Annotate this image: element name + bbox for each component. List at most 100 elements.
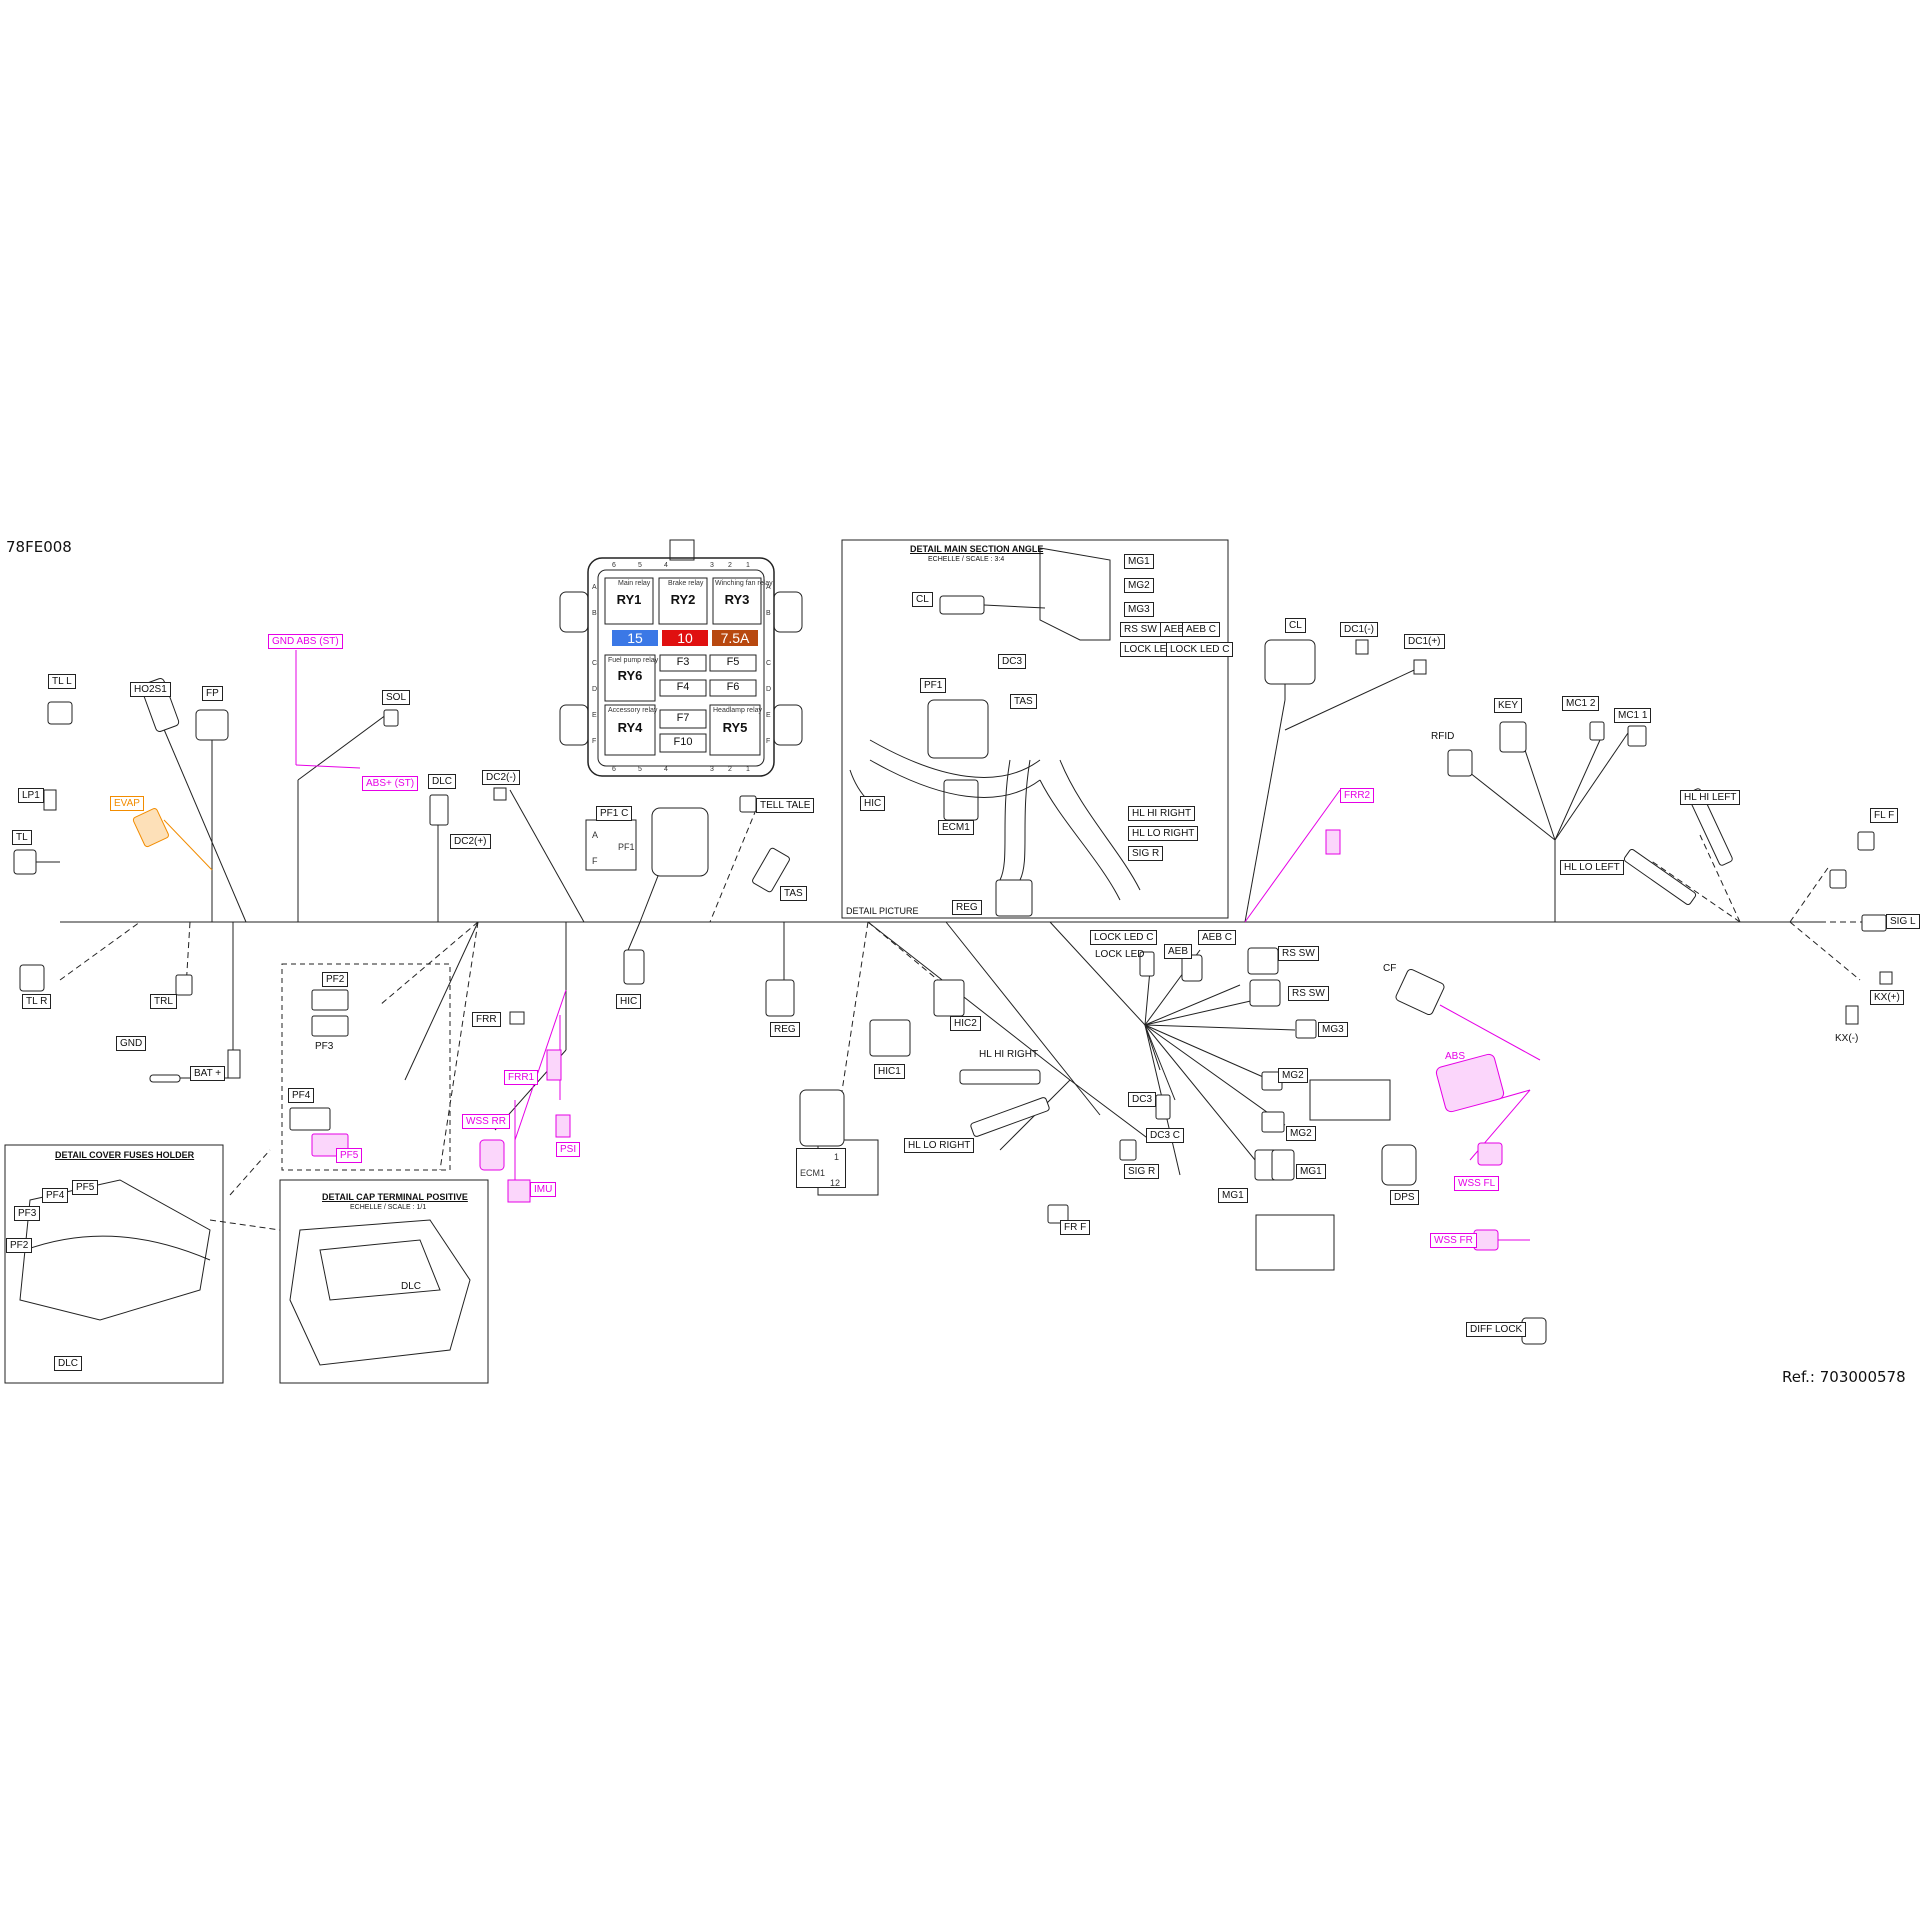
fusebox-relay-ry4: RY4 <box>617 720 643 735</box>
label-gnd: GND <box>116 1036 147 1051</box>
label-kx-plus: KX(+) <box>1870 990 1904 1005</box>
label-detail-pf1: PF1 <box>920 678 947 693</box>
fusebox-pin-6-top: 6 <box>612 562 616 569</box>
label-detail-hic: HIC <box>860 796 886 811</box>
label-hl-hi-right: HL HI RIGHT <box>979 1049 1039 1060</box>
label-frr: FRR <box>472 1012 501 1027</box>
label-abs-plus-st: ABS+ (ST) <box>362 776 419 791</box>
fr-f-connector <box>1047 1204 1069 1224</box>
tell-tale-connector <box>739 795 757 813</box>
rs-sw2-connector <box>1249 979 1281 1007</box>
label-mc1-1: MC1 1 <box>1614 708 1652 723</box>
hic-connector <box>623 949 645 985</box>
label-dc3: DC3 <box>1128 1092 1157 1107</box>
label-cover-pf3: PF3 <box>14 1206 41 1221</box>
fusebox-relay-ry3: RY3 <box>724 592 750 607</box>
fusebox-pin-4-top: 4 <box>664 562 668 569</box>
label-bat-plus: BAT + <box>190 1066 226 1081</box>
label-tell-tale: TELL TALE <box>756 798 815 813</box>
label-rs-sw: RS SW <box>1278 946 1319 961</box>
label-trl: TRL <box>150 994 177 1009</box>
label-hic: HIC <box>616 994 642 1009</box>
lock-led-connector <box>1139 951 1155 977</box>
label-wss-fr: WSS FR <box>1430 1233 1477 1248</box>
mg2b-connector <box>1261 1111 1285 1133</box>
label-detail-reg: REG <box>952 900 982 915</box>
fp-connector <box>195 709 229 741</box>
label-detail-hl-hi-right: HL HI RIGHT <box>1128 806 1196 821</box>
label-tas: TAS <box>780 886 807 901</box>
pf1-connector-body <box>651 807 709 877</box>
label-frr2: FRR2 <box>1340 788 1375 803</box>
label-tl-r: TL R <box>22 994 52 1009</box>
label-hic1: HIC1 <box>874 1064 905 1079</box>
abs-module <box>1435 1053 1505 1113</box>
label-pf4: PF4 <box>288 1088 315 1103</box>
label-detail-hl-lo-right: HL LO RIGHT <box>1128 826 1199 841</box>
label-diff-lock: DIFF LOCK <box>1466 1322 1527 1337</box>
sol-connector <box>383 709 399 727</box>
label-fr-f: FR F <box>1060 1220 1091 1235</box>
label-frr1: FRR1 <box>504 1070 539 1085</box>
hl-lo-right-connector <box>970 1097 1050 1137</box>
fusebox-pin-1-bottom: 1 <box>746 766 750 773</box>
hl-lo-left-connector <box>1623 849 1697 905</box>
label-detail-mg1: MG1 <box>1124 554 1154 569</box>
label-rs-sw-2: RS SW <box>1288 986 1329 1001</box>
label-mg2-b: MG2 <box>1286 1126 1316 1141</box>
rs-sw-connector <box>1247 947 1279 975</box>
fusebox-side-f-right: F <box>766 738 771 745</box>
label-dps: DPS <box>1390 1190 1419 1205</box>
label-mg2: MG2 <box>1278 1068 1308 1083</box>
label-lock-led: LOCK LED <box>1095 949 1145 960</box>
lp1-connector <box>43 789 57 811</box>
frr-connector <box>509 1011 525 1025</box>
fl-f2-connector <box>1829 869 1847 889</box>
mc1-1-connector <box>1627 725 1647 747</box>
fusebox-relay-ry1: RY1 <box>616 592 642 607</box>
mc1-2-connector <box>1589 721 1605 741</box>
trl-connector <box>175 974 193 996</box>
fuse-f4: F4 <box>676 681 690 693</box>
fusebox-outline <box>559 539 803 777</box>
fusebox-pin-5-top: 5 <box>638 562 642 569</box>
fuse-f10: F10 <box>673 736 693 748</box>
relay-caption-ry5: Headlamp relay <box>713 707 763 714</box>
fusebox-side-d-right: D <box>766 686 772 693</box>
fusebox-pin-1-top: 1 <box>746 562 750 569</box>
hic1-connector <box>869 1019 911 1057</box>
fuse-rating-10: 10 <box>677 630 693 646</box>
label-dc3-c: DC3 C <box>1146 1128 1185 1143</box>
relay-caption-ry6: Fuel pump relay <box>608 657 659 664</box>
fusebox-pin-3-bottom: 3 <box>710 766 714 773</box>
wss-fr-connector <box>1473 1229 1499 1251</box>
rfid-connector <box>1447 749 1473 777</box>
label-tl-l: TL L <box>48 674 76 689</box>
label-hl-lo-left: HL LO LEFT <box>1560 860 1624 875</box>
dlc-connector <box>429 794 449 826</box>
gnd-terminal <box>149 1074 181 1083</box>
fusebox-pin-3-top: 3 <box>710 562 714 569</box>
document-code: 78FE008 <box>6 538 72 556</box>
fuse-rating-15: 15 <box>627 630 643 646</box>
label-tl: TL <box>12 830 32 845</box>
label-imu: IMU <box>530 1182 557 1197</box>
label-psi: PSI <box>556 1142 581 1157</box>
mg1b-connector <box>1271 1149 1295 1181</box>
fusebox-side-e-right: E <box>766 712 771 719</box>
fusebox-pin-4-bottom: 4 <box>664 766 668 773</box>
fusebox-side-d-left: D <box>592 686 598 693</box>
detail-main-section-scale: ECHELLE / SCALE : 3:4 <box>928 556 1005 563</box>
bat-terminal <box>227 1049 241 1079</box>
ecm1-connector <box>799 1089 845 1147</box>
label-sig-r: SIG R <box>1124 1164 1160 1179</box>
label-pf2: PF2 <box>322 972 349 987</box>
label-detail-mg2: MG2 <box>1124 578 1154 593</box>
label-dc1-plus: DC1(+) <box>1404 634 1445 649</box>
label-pf3: PF3 <box>315 1041 334 1052</box>
detail-picture-footer: DETAIL PICTURE <box>846 906 919 916</box>
mg3-connector <box>1295 1019 1317 1039</box>
label-cover-dlc: DLC <box>54 1356 83 1371</box>
fusebox-side-c-right: C <box>766 660 772 667</box>
label-dlc: DLC <box>428 774 457 789</box>
